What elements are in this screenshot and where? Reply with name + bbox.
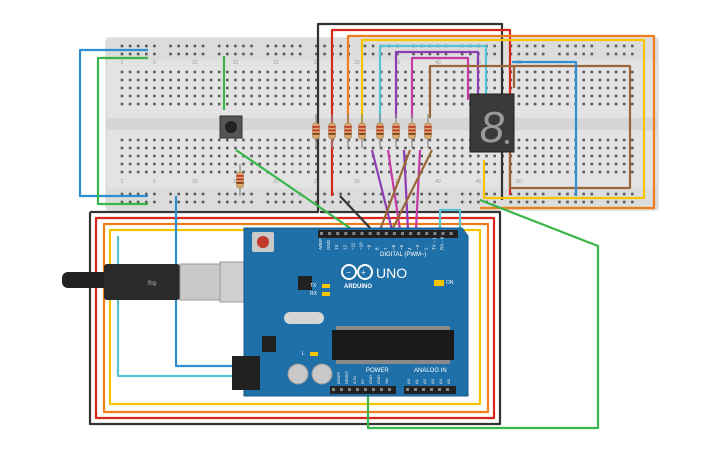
wire-purple-top — [394, 50, 480, 118]
usb-cable: ⇋ — [62, 261, 273, 303]
digital-pin-label: 8 — [375, 247, 380, 250]
digital-pin-label: ~6 — [391, 244, 396, 250]
wire-black-diag — [339, 195, 373, 231]
digital-header — [318, 230, 458, 238]
analog-pin-label: A2 — [422, 378, 427, 384]
wire-orange-top — [346, 34, 656, 210]
column-number: 35 — [395, 60, 401, 66]
column-number: 1 — [121, 60, 124, 66]
digital-pin-label: ~11 — [350, 242, 355, 250]
crystal — [284, 312, 324, 324]
column-number: 25 — [314, 60, 320, 66]
column-number: 10 — [192, 60, 198, 66]
column-number: 5 — [153, 60, 156, 66]
power-pin-label: 3.3V — [352, 375, 357, 384]
power-header — [330, 386, 396, 394]
on-led — [434, 280, 444, 286]
wire-green-left — [96, 56, 148, 206]
analog-pin-label: A1 — [414, 378, 419, 384]
wire-green-diagonal — [235, 149, 351, 229]
column-number: 45 — [476, 179, 482, 185]
digital-pin-label: 12 — [342, 244, 347, 250]
digital-pin-label: AREF — [318, 238, 323, 250]
column-number: 15 — [233, 60, 239, 66]
column-number: 25 — [314, 179, 320, 185]
wire-orange-loop — [102, 222, 490, 414]
svg-text:+: + — [361, 268, 366, 277]
wire-blue-left — [78, 48, 148, 198]
column-number: 20 — [273, 60, 279, 66]
wire-magenta-top — [410, 56, 470, 118]
power-pin-label: GND — [376, 375, 381, 384]
wire-magenta-diag-2 — [414, 149, 422, 231]
uno-logo-text: UNO — [376, 265, 407, 281]
digital-pin-label: GND — [326, 239, 331, 250]
wire-black-left — [90, 196, 320, 214]
power-pin-label: RESET — [344, 370, 349, 384]
wire-brown-diag — [391, 149, 433, 231]
wire-yellow-top — [360, 38, 646, 200]
arduino-uno-board: − + UNO ARDUINO DIGITAL (PWM~) ANALOG IN… — [232, 227, 469, 397]
svg-text:8: 8 — [480, 103, 505, 152]
wire-brown — [428, 64, 632, 190]
analog-pin-label: A3 — [430, 378, 435, 384]
wire-blue-right — [512, 60, 578, 196]
digital-pin-label: ~3 — [415, 244, 420, 250]
capacitor-2 — [311, 363, 333, 385]
digital-pin-label: ~5 — [399, 244, 404, 250]
wire-brown-diag-2 — [378, 149, 412, 231]
wire-purple-diag-1 — [370, 149, 394, 231]
pushbutton — [219, 115, 243, 139]
power-pin-label: IOREF — [336, 371, 341, 384]
column-number: 5 — [153, 179, 156, 185]
column-number: 30 — [354, 179, 360, 185]
column-number: 15 — [233, 179, 239, 185]
atmega-chip — [332, 330, 454, 360]
column-number: 20 — [273, 179, 279, 185]
usb-chip — [298, 276, 312, 290]
rx-label: RX — [310, 291, 318, 297]
column-number: 30 — [354, 60, 360, 66]
digital-pin-label: 4 — [407, 247, 412, 250]
l-label: L — [302, 351, 305, 357]
regulator — [262, 336, 276, 352]
digital-pin-label: TX→1 — [431, 237, 436, 250]
power-label: POWER — [366, 368, 389, 374]
resistors — [236, 114, 432, 196]
digital-label: DIGITAL (PWM~) — [380, 252, 427, 258]
digital-pin-label: 2 — [423, 247, 428, 250]
tx-label: TX — [310, 283, 317, 289]
power-jack — [232, 356, 260, 390]
digital-pin-label: ~9 — [367, 244, 372, 250]
digital-pin-label: ~10 — [359, 242, 364, 250]
analog-pin-label: A4 — [438, 378, 443, 384]
column-number: 1 — [121, 179, 124, 185]
svg-text:−: − — [346, 268, 351, 277]
seven-segment-display: 8 — [469, 93, 515, 153]
column-number: 10 — [192, 179, 198, 185]
digital-pin-label: RX←0 — [440, 236, 445, 250]
digital-pin-label: 7 — [383, 247, 388, 250]
usb-icon: ⇋ — [147, 276, 157, 290]
column-number: 40 — [435, 60, 441, 66]
capacitor-1 — [287, 363, 309, 385]
analog-label: ANALOG IN — [414, 368, 447, 374]
digital-pin-label: 13 — [334, 244, 339, 250]
power-pin-label: Vin — [384, 378, 389, 384]
power-pin-label: GND — [368, 375, 373, 384]
wire-blue-power — [174, 196, 252, 368]
wire-cyan-top — [378, 44, 488, 128]
column-number: 50 — [516, 179, 522, 185]
analog-pin-label: A5 — [446, 378, 451, 384]
column-number: 40 — [435, 179, 441, 185]
analog-pin-label: A0 — [406, 378, 411, 384]
on-label: ON — [446, 280, 454, 286]
power-pin-label: 5V — [360, 379, 365, 384]
arduino-brand-text: ARDUINO — [344, 284, 372, 290]
wire-green-loop — [366, 198, 600, 430]
